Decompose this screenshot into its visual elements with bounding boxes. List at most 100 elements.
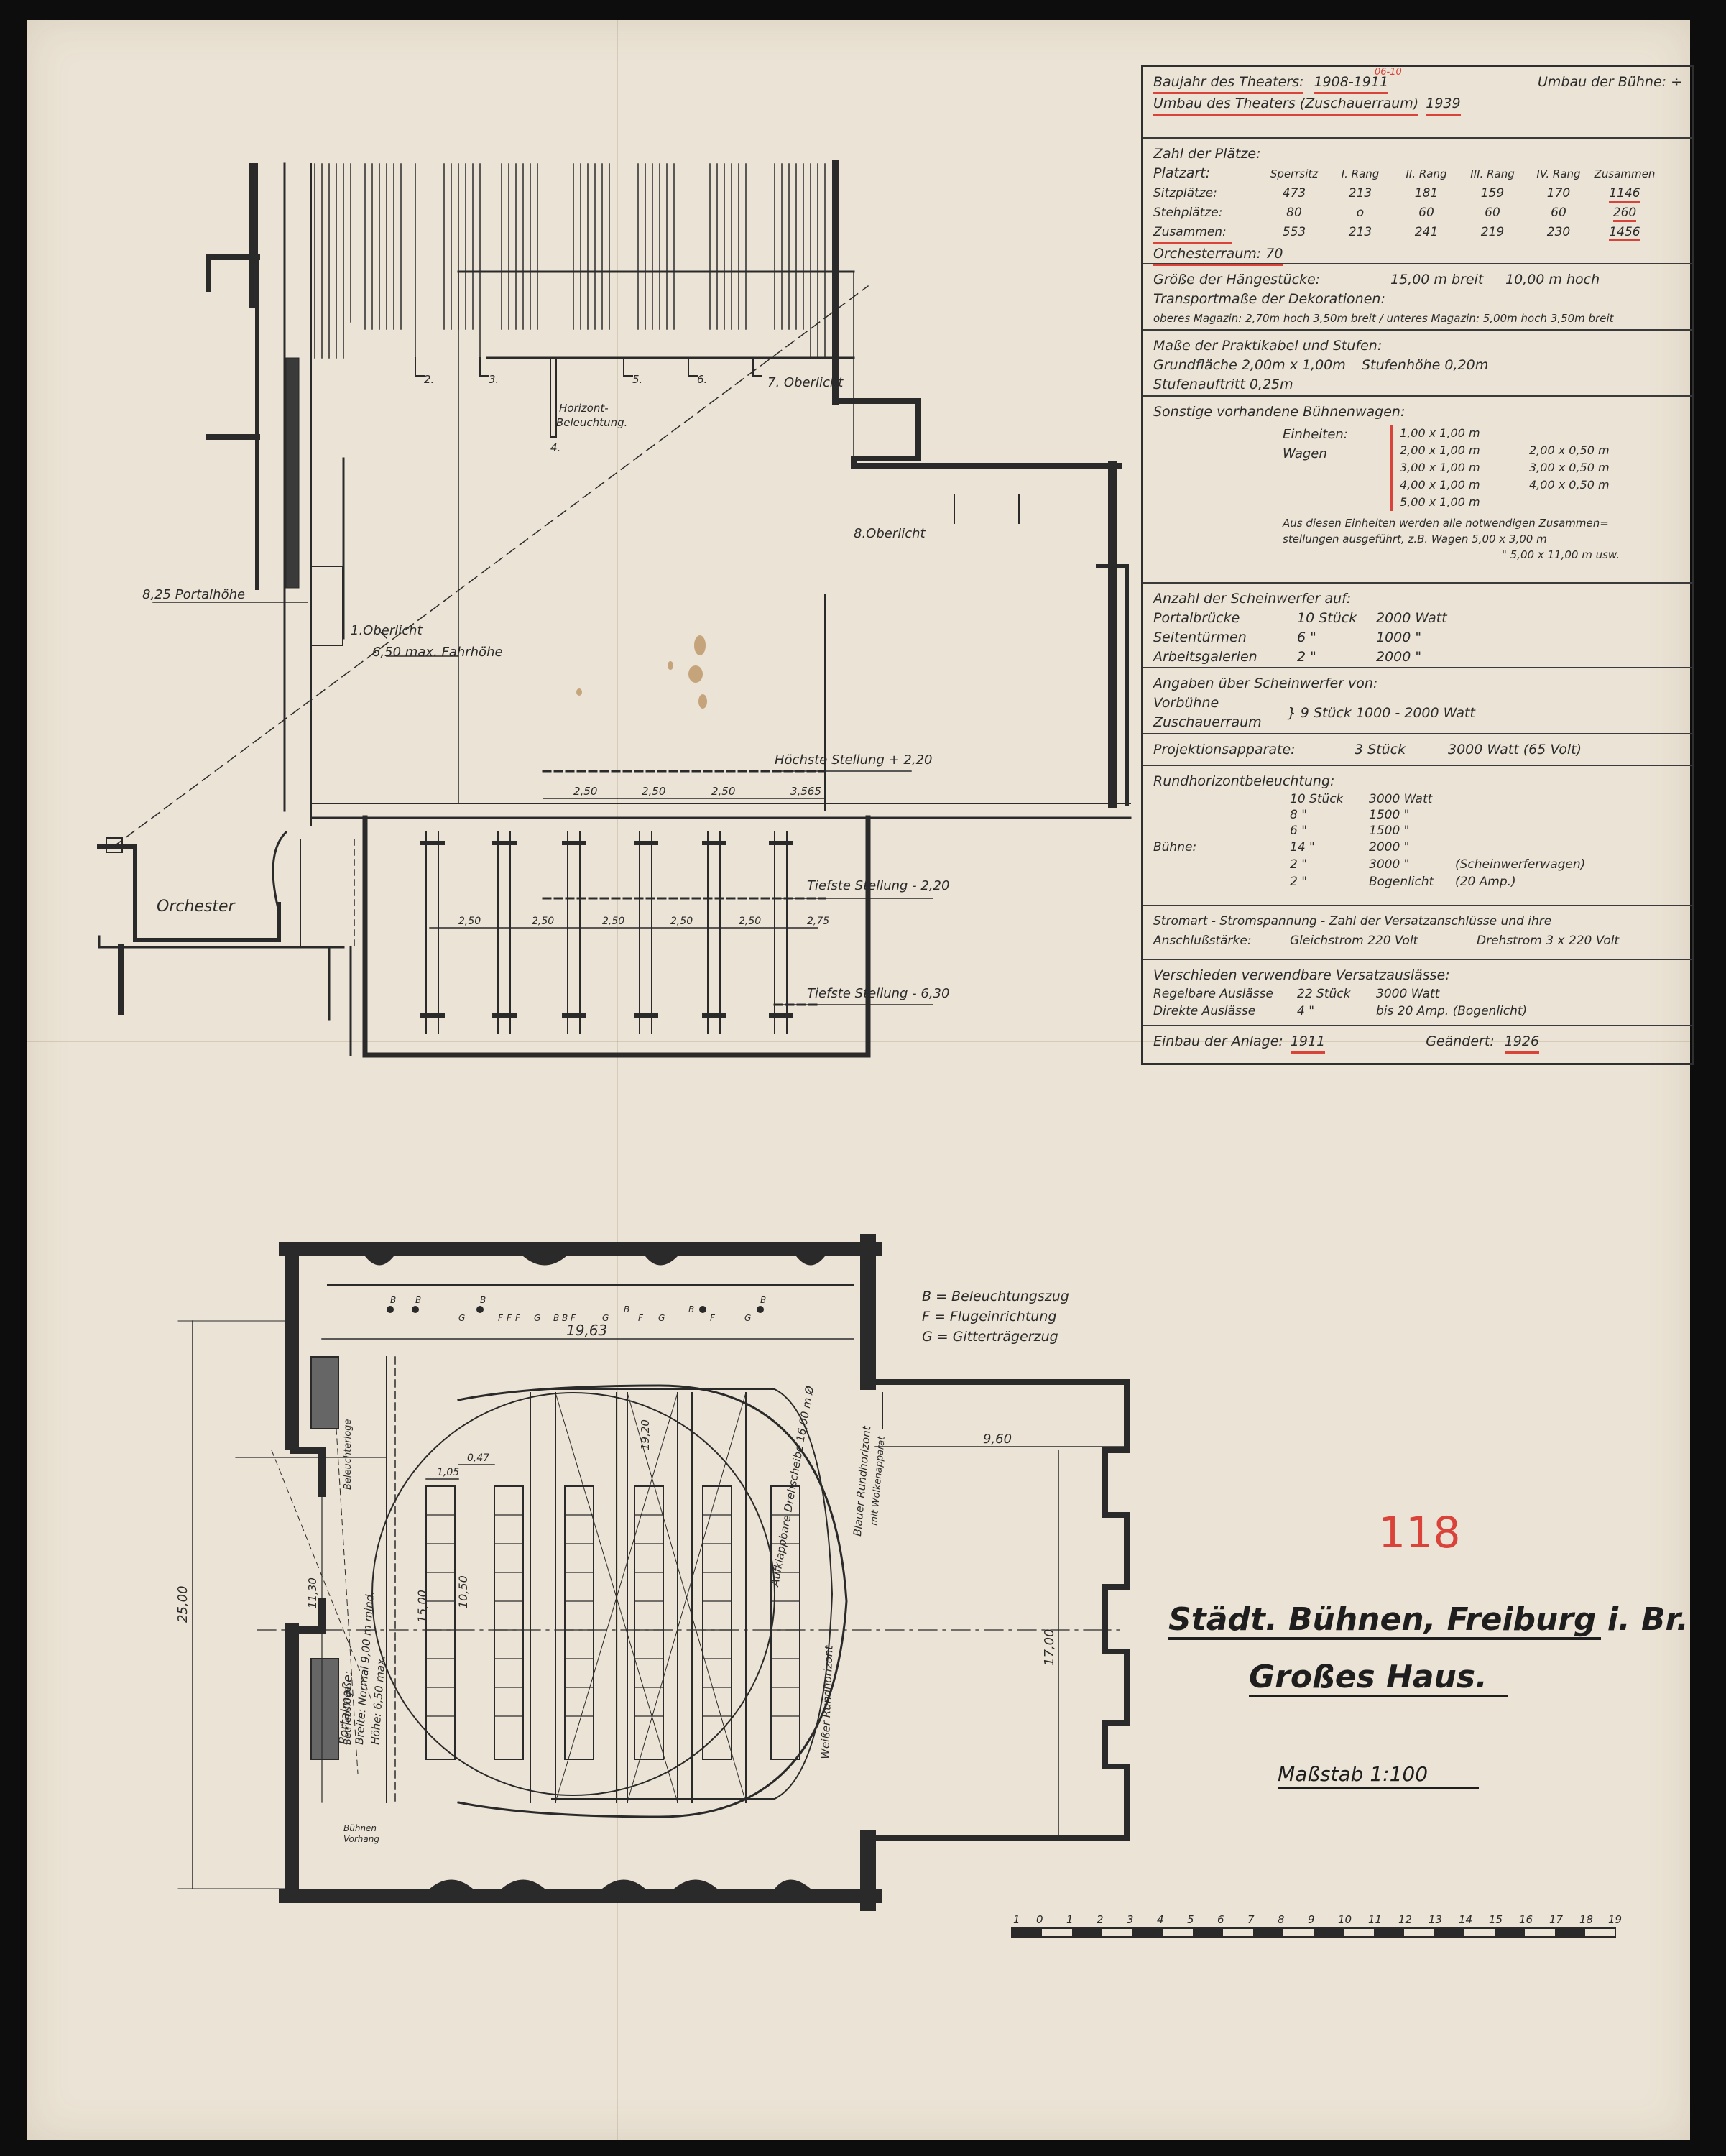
rh-2-watt: 1500 ": [1369, 824, 1410, 838]
seat-header-0: Platzart:: [1153, 165, 1211, 181]
wagen-note-2: stellungen ausgeführt, z.B. Wagen 5,00 x…: [1283, 533, 1547, 545]
label-baujahr: Baujahr des Theaters:: [1153, 73, 1304, 94]
technical-drawing: 8,25 Portalhöhe 1.Oberlicht 6,50 max. Fa…: [97, 160, 1689, 1938]
value-einbau: 1911: [1290, 1032, 1326, 1054]
bh-1-note: (Scheinwerferwagen): [1455, 857, 1586, 872]
wagen-1: 1,00 x 1,00 m: [1400, 426, 1480, 440]
scale-label-2: 1: [1066, 1913, 1074, 1926]
scale-label-18: 17: [1549, 1913, 1564, 1926]
value-haengestuecke-breit: 15,00 m breit: [1390, 272, 1484, 287]
marker-1: B: [390, 1295, 396, 1305]
fold-line-horizontal: [27, 1041, 1690, 1042]
fold-line-vertical: [617, 20, 618, 2140]
label-szene-2: Vorhang: [343, 1834, 379, 1844]
section-plaetze: Zahl der Plätze: Platzart: Sperrsitz I. …: [1143, 139, 1692, 266]
label-n2: 2.: [424, 373, 434, 386]
seat-row-0-4: 159: [1480, 186, 1505, 201]
value-projektion-watt: 3000 Watt (65 Volt): [1448, 742, 1582, 757]
legend-beleuchtungszug: B = Beleuchtungszug: [922, 1289, 1069, 1304]
value-haengestuecke-hoch: 10,00 m hoch: [1505, 272, 1600, 287]
wagen-2: 2,00 x 1,00 m: [1400, 443, 1480, 457]
legend-flugeinrichtung: F = Flugeinrichtung: [922, 1309, 1056, 1325]
rh-0-watt: 3000 Watt: [1369, 792, 1433, 806]
sw-1-anzahl: 6 ": [1297, 630, 1316, 645]
section-buehnenwagen: Sonstige vorhandene Bühnenwagen: Einheit…: [1143, 397, 1692, 584]
value-geaendert: 1926: [1504, 1032, 1540, 1054]
marker-16: B: [688, 1304, 694, 1314]
title-line-2: Großes Haus.: [1249, 1659, 1487, 1695]
scale-label-20: 19: [1608, 1913, 1622, 1926]
sw-1-ort: Seitentürmen: [1153, 630, 1247, 645]
dim-bottom-5: 2,50: [739, 916, 761, 927]
seat-row-2-6: 1456: [1609, 225, 1640, 241]
seat-row-1-6: 260: [1612, 206, 1637, 222]
seat-row-1-1: 80: [1286, 206, 1302, 220]
seat-row-2-1: 553: [1282, 225, 1306, 239]
dim-047: 0,47: [467, 1452, 489, 1464]
label-n4: 4.: [550, 441, 560, 454]
stage-section-view: [97, 160, 1132, 1058]
bh-1-watt: 3000 ": [1369, 857, 1410, 872]
seat-header-5: IV. Rang: [1536, 167, 1581, 180]
label-praktikabel: Maße der Praktikabel und Stufen:: [1153, 338, 1383, 354]
label-umbau-theater: Umbau des Theaters (Zuschauerraum): [1153, 94, 1419, 116]
marker-9: B: [553, 1313, 559, 1323]
marker-15: G: [658, 1313, 665, 1323]
label-einbau: Einbau der Anlage:: [1153, 1033, 1283, 1049]
marker-17: F: [710, 1313, 716, 1323]
scale-bar: [1011, 1927, 1616, 1938]
dim-bottom-1: 2,50: [458, 916, 481, 927]
versatz-1-anzahl: 4 ": [1297, 1004, 1315, 1018]
label-geaendert: Geändert:: [1426, 1033, 1495, 1049]
scale-label-9: 8: [1278, 1913, 1285, 1926]
label-szene: Bühnen: [343, 1823, 377, 1833]
dim-bottom-4: 2,50: [670, 916, 693, 927]
wagen-6: 2,00 x 0,50 m: [1529, 443, 1610, 457]
scale-label-3: 2: [1097, 1913, 1104, 1926]
scale-label-7: 6: [1217, 1913, 1224, 1926]
marker-3: G: [458, 1313, 465, 1323]
dim-1920: 19,20: [639, 1419, 652, 1450]
value-stufenhoehe: Stufenhöhe 0,20m: [1362, 357, 1489, 373]
scale-label-1: 0: [1036, 1913, 1043, 1926]
wagen-5: 5,00 x 1,00 m: [1400, 495, 1480, 509]
bh-0-anzahl: 14 ": [1290, 840, 1315, 854]
scale-label-5: 4: [1157, 1913, 1164, 1926]
dim-plan-depth: 25,00: [175, 1585, 190, 1623]
marker-12: G: [602, 1313, 609, 1323]
paper-stains: [576, 635, 707, 709]
label-n3: 3.: [489, 373, 499, 386]
bh-2-note: (20 Amp.): [1455, 875, 1516, 889]
marker-2: B: [415, 1295, 421, 1305]
rh-0-anzahl: 10 Stück: [1290, 792, 1344, 806]
section-scheinwerfer: Anzahl der Scheinwerfer auf: Portalbrück…: [1143, 584, 1692, 668]
marker-5: F: [498, 1313, 504, 1323]
label-portalhoehe: 8,25 Portalhöhe: [142, 587, 245, 602]
scale-label-15: 14: [1459, 1913, 1472, 1926]
dim-1050: 10,50: [456, 1575, 470, 1608]
label-oberlicht-7: 7. Oberlicht: [767, 375, 844, 390]
value-transport: oberes Magazin: 2,70m hoch 3,50m breit /…: [1153, 312, 1614, 325]
title-line-1: Städt. Bühnen, Freiburg i. Br.: [1168, 1601, 1689, 1638]
scale-label-0: 1: [1013, 1913, 1020, 1926]
label-orchesterraum: Orchesterraum: 70: [1153, 244, 1283, 266]
bh-1-anzahl: 2 ": [1290, 857, 1308, 872]
label-wolkenapparat: mit Wolkenapparat: [869, 1435, 887, 1526]
dim-bottom-6: 2,75: [807, 916, 829, 927]
value-umbau-theater: 1939: [1426, 94, 1461, 116]
marker-6: F: [507, 1313, 512, 1323]
section-einbau: Einbau der Anlage: 1911 Geändert: 1926: [1143, 1026, 1692, 1062]
label-einheiten: Einheiten: Wagen: [1283, 427, 1348, 461]
sw-1-watt: 1000 ": [1376, 630, 1422, 645]
marker-18: G: [744, 1313, 751, 1323]
value-gleichstrom: Gleichstrom 220 Volt: [1290, 934, 1418, 948]
legend-gittertraegerzug: G = Gitterträgerzug: [922, 1329, 1058, 1345]
dim-105: 1,05: [437, 1467, 459, 1478]
label-beleuchterloge: Beleuchterloge: [343, 1419, 354, 1490]
versatz-0-anzahl: 22 Stück: [1297, 987, 1351, 1001]
section-haengestuecke: Größe der Hängestücke: 15,00 m breit 10,…: [1143, 264, 1692, 331]
scale-label-8: 7: [1247, 1913, 1255, 1926]
wagen-8: 4,00 x 0,50 m: [1529, 478, 1610, 492]
label-zuschauerraum: Zuschauerraum: [1153, 714, 1262, 730]
wagen-7: 3,00 x 0,50 m: [1529, 461, 1610, 474]
